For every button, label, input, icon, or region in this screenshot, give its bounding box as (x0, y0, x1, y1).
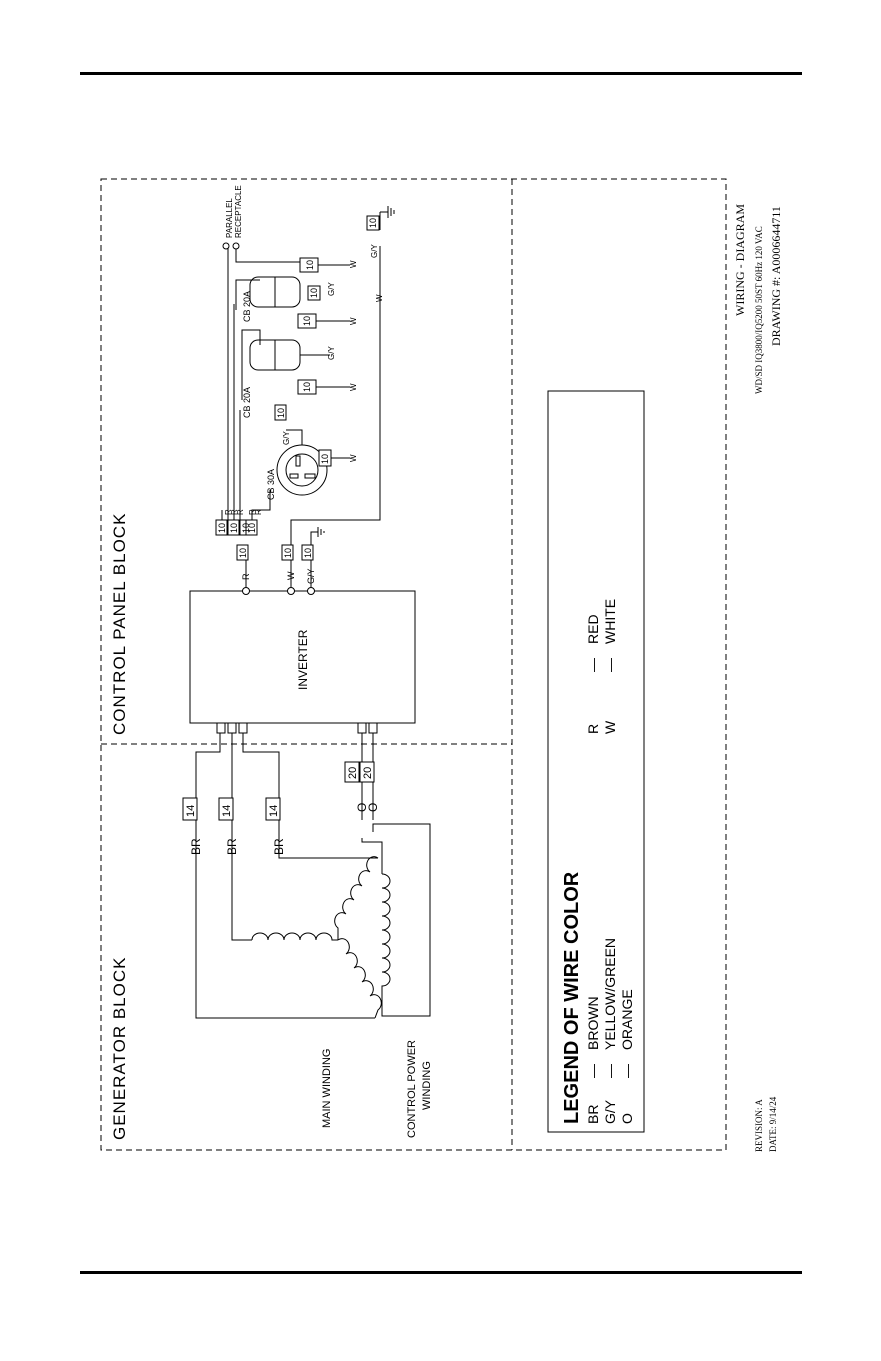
legend-code-o: O (619, 1113, 635, 1124)
parallel-receptacle-terminals (222, 242, 350, 273)
parallel-label-2: RECEPTACLE (234, 185, 243, 238)
wire-label-r-bus-a: R (224, 509, 233, 515)
legend-color-o: ORANGE (619, 989, 635, 1050)
main-winding-coil (251, 856, 382, 1019)
inverter-label: INVERTER (296, 629, 310, 690)
gauge-label-10-parallel: 10 (305, 260, 315, 270)
wire-label-gy-30a: G/Y (282, 431, 291, 445)
parallel-label-1: PARALLEL (225, 198, 234, 238)
diagram-title: WIRING - DIAGRAM (733, 204, 747, 316)
legend-dash-r: — (585, 658, 601, 672)
cb-20a-lower-label: CB 20A (242, 387, 252, 418)
gauge-label-20-b: 20 (362, 767, 374, 779)
cb-20a-upper-label: CB 20A (242, 291, 252, 322)
legend-code-br: BR (585, 1105, 601, 1124)
revision-label: REVISION: A (754, 1099, 764, 1152)
receptacle-30a (276, 429, 350, 496)
inverter-terminals-main (216, 722, 248, 734)
drawing-number: DRAWING #: A0006644711 (769, 206, 783, 346)
control-power-coil (381, 873, 391, 990)
wire-label-gy-20a-lower: G/Y (327, 346, 336, 360)
legend-title: LEGEND OF WIRE COLOR (561, 871, 583, 1124)
gauge-label-10-20a-upper-ground: 10 (309, 288, 319, 298)
legend-box (547, 390, 645, 1133)
wire-label-w-20a-lower: W (349, 383, 358, 391)
gauge-label-10-20a-lower: 10 (302, 382, 312, 392)
wire-label-gy-20a-upper: G/Y (327, 282, 336, 296)
gauge-label-10-bus-d: 10 (247, 523, 257, 533)
diagram-models: WD/SD IQ3800/IQ5200 50ST 60Hz 120 VAC (754, 226, 764, 394)
red-bus-wires (221, 246, 271, 520)
gauge-label-10-bus-b: 10 (229, 523, 239, 533)
control-panel-block-label: CONTROL PANEL BLOCK (110, 513, 129, 735)
wire-label-w-20a-upper: W (349, 317, 358, 325)
wire-label-r-bus-d: R (248, 509, 257, 515)
gauge-label-10-inv-c: 10 (303, 548, 313, 558)
gauge-label-20-a: 20 (347, 767, 359, 779)
gauge-boxes-14 (182, 797, 281, 821)
inverter-terminals-control (357, 722, 378, 734)
wire-label-o-a: O (355, 803, 369, 812)
gauge-label-10-bus-c: 10 (241, 523, 251, 533)
bottom-rule (80, 1271, 802, 1274)
wire-label-w-ground: W (375, 294, 384, 302)
wire-label-o-b: O (366, 803, 380, 812)
gauge-label-10-inv-a: 10 (238, 548, 248, 558)
control-power-winding-label-1: CONTROL POWER (406, 1040, 418, 1138)
main-winding-label: MAIN WINDING (321, 1049, 333, 1128)
diagram-frame (100, 178, 727, 1151)
inverter-box (189, 590, 416, 724)
gauge-label-14-b: 14 (221, 805, 233, 817)
gauge-boxes-20 (344, 761, 375, 783)
legend-code-gy: G/Y (602, 1099, 618, 1124)
ground-drop (366, 206, 395, 320)
wire-label-w-parallel: W (349, 260, 358, 268)
legend-color-gy: YELLOW/GREEN (602, 938, 618, 1050)
gauge-label-10-ground: 10 (368, 218, 378, 228)
gauge-label-14-c: 14 (268, 805, 280, 817)
wire-label-r-bus-e: R (254, 509, 263, 515)
receptacle-20a-lower (249, 339, 350, 395)
legend-dash-w: — (602, 658, 618, 672)
legend-color-r: RED (585, 614, 601, 644)
legend-color-br: BROWN (585, 996, 601, 1050)
wire-label-r-bus-c: R (236, 509, 245, 515)
wire-label-br-a: BR (189, 838, 203, 855)
legend-code-r: R (585, 724, 601, 734)
date-label: DATE: 9/14/24 (768, 1096, 778, 1152)
generator-block-label: GENERATOR BLOCK (110, 957, 129, 1140)
wire-label-w-30a: W (349, 454, 358, 462)
inverter-output-terminals (242, 587, 315, 595)
gauge-box-10-30a-ground (274, 404, 287, 421)
top-rule (80, 72, 802, 75)
wire-label-br-b: BR (225, 838, 239, 855)
wire-label-w-inv: W (286, 571, 296, 580)
wire-label-br-c: BR (272, 838, 286, 855)
legend-dash-br: — (585, 1064, 601, 1078)
legend-dash-gy: — (602, 1064, 618, 1078)
receptacle-20a-upper (249, 276, 350, 329)
legend-dash-o: — (619, 1064, 635, 1078)
gauge-label-10-20a-upper: 10 (302, 316, 312, 326)
gauge-label-10-30a-ground: 10 (276, 408, 286, 418)
wire-label-gy-ground: G/Y (370, 244, 379, 258)
wire-label-r-bus-b: R (230, 509, 239, 515)
wire-label-gy-inv: G/Y (306, 568, 316, 584)
wire-label-r-inv: R (241, 573, 251, 580)
legend-code-w: W (602, 720, 618, 734)
gauge-label-10-bus-a: 10 (217, 523, 227, 533)
control-power-winding-label-2: WINDING (421, 1061, 433, 1110)
legend-color-w: WHITE (602, 599, 618, 644)
gauge-label-10-inv-b: 10 (283, 548, 293, 558)
cb-30a-label: CB 30A (266, 469, 276, 500)
gauge-label-14-a: 14 (185, 805, 197, 817)
gauge-label-10-30a: 10 (320, 454, 330, 464)
